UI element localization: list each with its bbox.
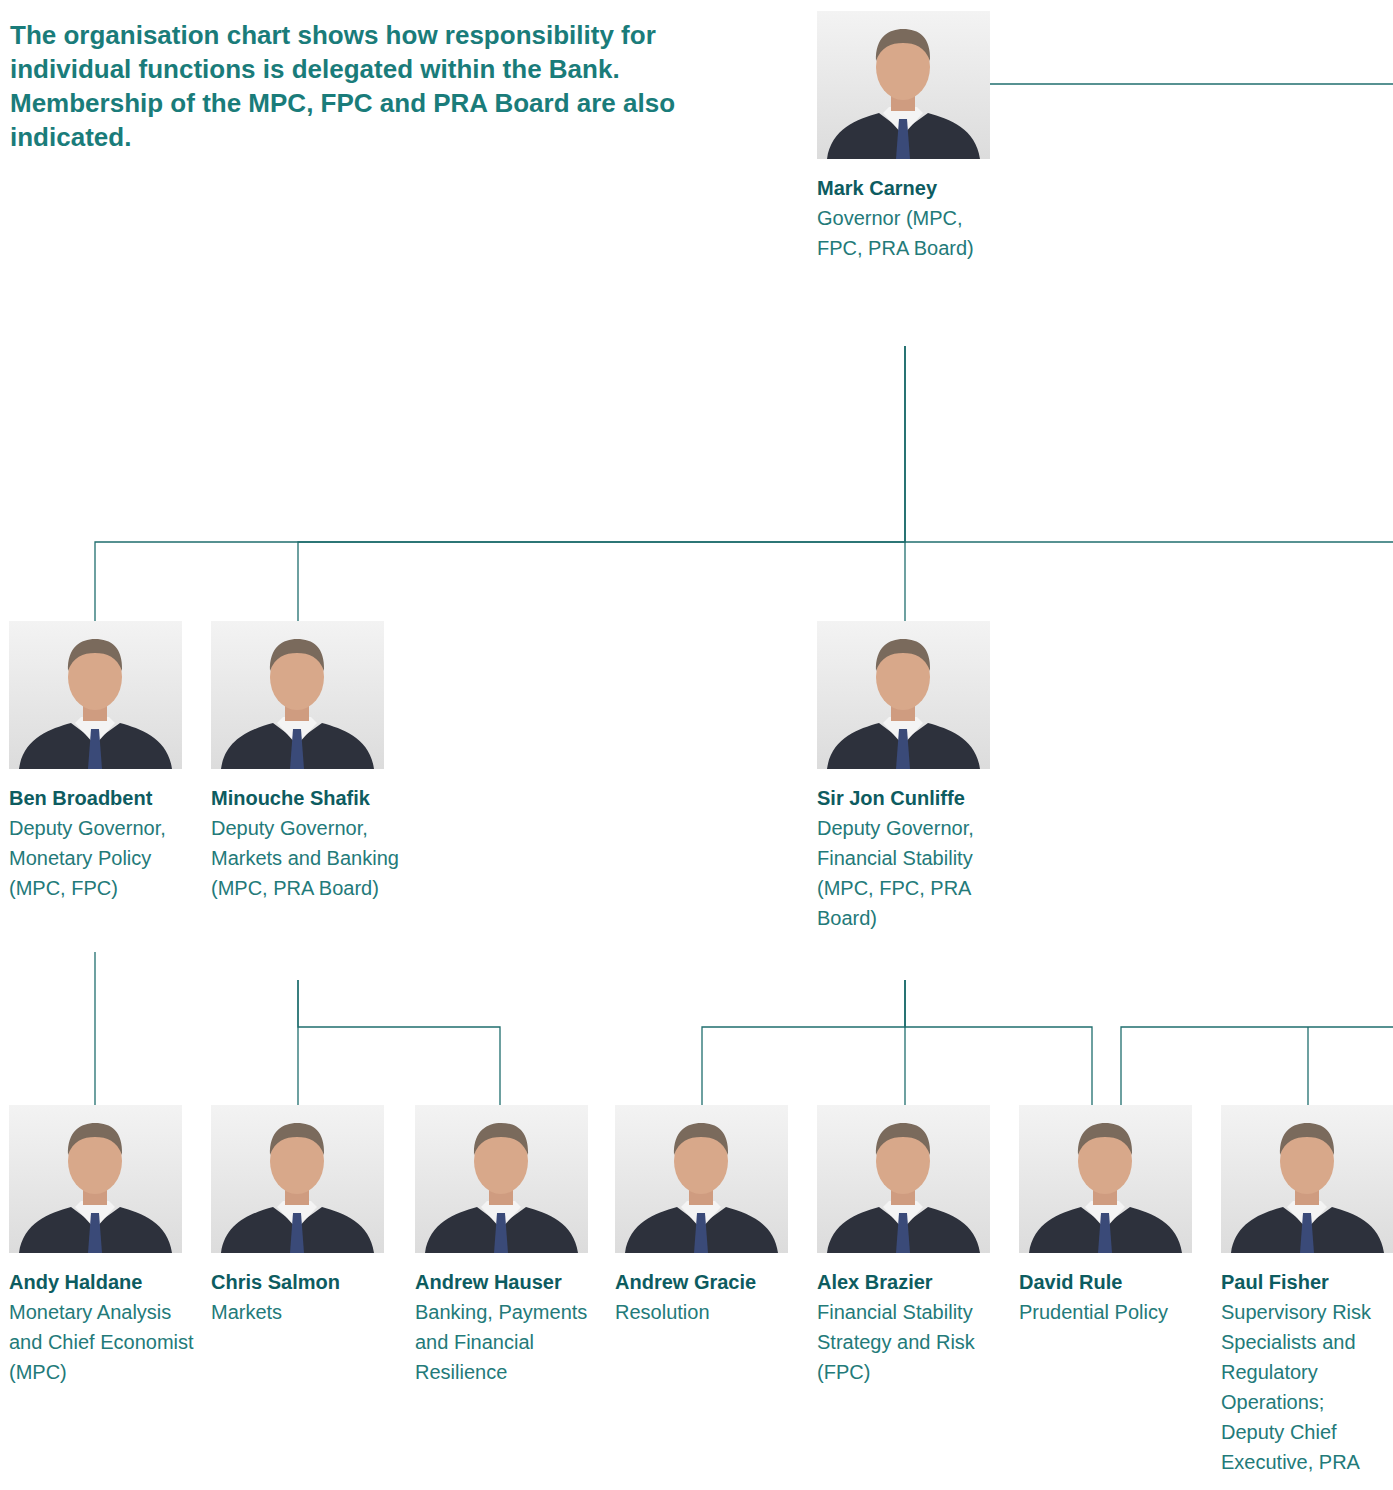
- role-text: Banking, Payments and Financial Resilien…: [415, 1297, 610, 1387]
- portrait-photo: [415, 1105, 588, 1253]
- person-name: Chris Salmon: [211, 1267, 406, 1297]
- person-name: Paul Fisher: [1221, 1267, 1389, 1297]
- connector-line: [702, 980, 905, 1105]
- person-name: Alex Brazier: [817, 1267, 1012, 1297]
- connector-line: [1307, 1027, 1308, 1105]
- role-text: Governor (MPC, FPC, PRA Board): [817, 203, 1007, 263]
- portrait-photo: [415, 1105, 588, 1253]
- person-name: Andrew Hauser: [415, 1267, 610, 1297]
- connector-line: [905, 980, 1092, 1105]
- person-name: Sir Jon Cunliffe: [817, 783, 1012, 813]
- role-text: Deputy Governor, Markets and Banking (MP…: [211, 813, 406, 903]
- connector-line: [298, 346, 905, 621]
- portrait-photo: [817, 621, 990, 769]
- portrait-photo: [9, 621, 182, 769]
- connector-line: [95, 346, 905, 621]
- person-card: Alex BrazierFinancial Stability Strategy…: [817, 1105, 1012, 1393]
- person-card: Sir Jon CunliffeDeputy Governor, Financi…: [817, 621, 1012, 980]
- portrait-photo: [1019, 1105, 1192, 1253]
- connector-line: [1121, 1027, 1393, 1105]
- portrait-photo: [817, 1105, 990, 1253]
- person-card: Ben BroadbentDeputy Governor, Monetary P…: [9, 621, 204, 952]
- role-text: Prudential Policy: [1019, 1297, 1214, 1327]
- connector-line: [298, 980, 500, 1105]
- portrait-photo: [211, 621, 384, 769]
- person-card: David RulePrudential Policy: [1019, 1105, 1214, 1333]
- person-name: Ben Broadbent: [9, 783, 204, 813]
- portrait-photo: [211, 1105, 384, 1253]
- person-name: Andrew Gracie: [615, 1267, 810, 1297]
- person-card: Mark CarneyGovernor (MPC, FPC, PRA Board…: [817, 11, 1007, 346]
- portrait-photo: [211, 621, 384, 769]
- portrait-photo: [817, 11, 990, 159]
- portrait-photo: [1221, 1105, 1393, 1253]
- portrait-photo: [615, 1105, 788, 1253]
- connector-line: [904, 346, 905, 621]
- portrait-photo: [817, 1105, 990, 1253]
- connector-line: [990, 83, 1393, 84]
- person-card: Minouche ShafikDeputy Governor, Markets …: [211, 621, 406, 980]
- person-name: Minouche Shafik: [211, 783, 406, 813]
- portrait-photo: [1019, 1105, 1192, 1253]
- role-text: Financial Stability Strategy and Risk (F…: [817, 1297, 1012, 1387]
- person-card: Paul FisherSupervisory Risk Specialists …: [1221, 1105, 1389, 1483]
- chart-heading: The organisation chart shows how respons…: [10, 18, 750, 154]
- portrait-photo: [817, 11, 990, 159]
- portrait-photo: [211, 1105, 384, 1253]
- role-text: Deputy Governor, Monetary Policy (MPC, F…: [9, 813, 204, 903]
- portrait-photo: [9, 621, 182, 769]
- connector-line: [905, 541, 1393, 542]
- role-text: Deputy Governor, Financial Stability (MP…: [817, 813, 1012, 933]
- person-name: Andy Haldane: [9, 1267, 204, 1297]
- role-text: Monetary Analysis and Chief Economist (M…: [9, 1297, 204, 1387]
- portrait-photo: [615, 1105, 788, 1253]
- person-card: Chris SalmonMarkets: [211, 1105, 406, 1333]
- role-text: Resolution: [615, 1297, 810, 1327]
- person-card: Andy HaldaneMonetary Analysis and Chief …: [9, 1105, 204, 1393]
- role-text: Supervisory Risk Specialists and Regulat…: [1221, 1297, 1389, 1477]
- portrait-photo: [817, 621, 990, 769]
- person-card: Andrew GracieResolution: [615, 1105, 810, 1333]
- person-name: Mark Carney: [817, 173, 1007, 203]
- portrait-photo: [9, 1105, 182, 1253]
- portrait-photo: [1221, 1105, 1393, 1253]
- portrait-photo: [9, 1105, 182, 1253]
- role-text: Markets: [211, 1297, 406, 1327]
- person-card: Andrew HauserBanking, Payments and Finan…: [415, 1105, 610, 1393]
- person-name: David Rule: [1019, 1267, 1214, 1297]
- connector-line: [94, 952, 95, 1105]
